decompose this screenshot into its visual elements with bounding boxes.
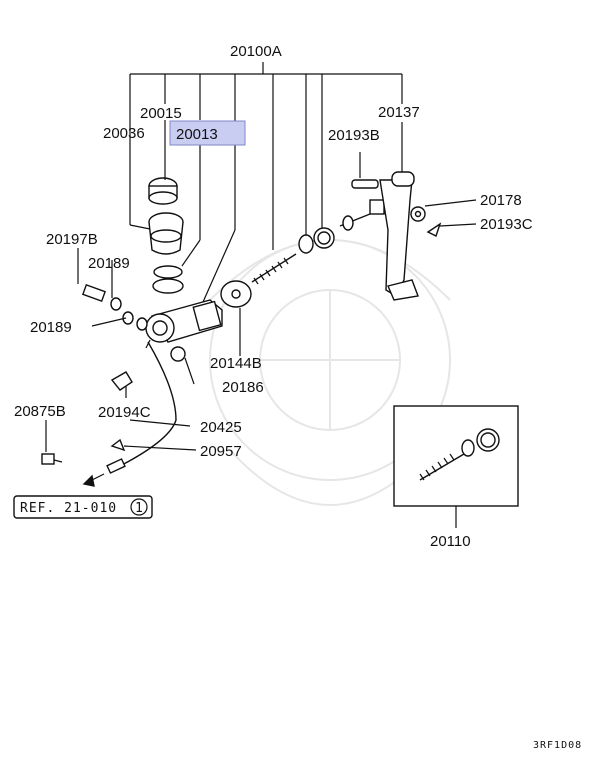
tube-end[interactable] — [106, 458, 126, 474]
diagram-code: 3RF1D08 — [533, 740, 582, 751]
leader-lines — [91, 260, 191, 427]
washer-20178[interactable] — [410, 199, 477, 222]
label-20193C[interactable]: 20193C — [480, 216, 533, 233]
label-20189-upper[interactable]: 20189 — [88, 255, 130, 272]
label-20015[interactable]: 20015 — [140, 105, 182, 122]
clip-20957[interactable] — [110, 438, 197, 452]
label-20144B[interactable]: 20144B — [210, 355, 262, 372]
master-cylinder[interactable] — [145, 299, 223, 343]
seal-ring[interactable] — [298, 227, 335, 254]
label-20178[interactable]: 20178 — [480, 192, 522, 209]
label-20110[interactable]: 20110 — [430, 533, 471, 550]
reservoir-cap[interactable] — [148, 120, 178, 205]
label-20186[interactable]: 20186 — [222, 379, 264, 396]
piston-spring[interactable] — [251, 253, 297, 285]
label-20100A[interactable]: 20100A — [230, 43, 282, 60]
clevis-pin-20193B[interactable] — [351, 152, 379, 189]
label-20957[interactable]: 20957 — [200, 443, 242, 460]
hose-clamp-20013[interactable] — [152, 265, 184, 294]
repair-kit-20110[interactable] — [393, 405, 519, 528]
gasket-20189-upper[interactable] — [110, 297, 122, 311]
label-20189-lower[interactable]: 20189 — [30, 319, 72, 336]
reservoir-body[interactable] — [148, 212, 184, 255]
push-rod[interactable] — [339, 199, 385, 231]
label-20013[interactable]: 20013 — [176, 126, 218, 143]
bracket-20194C[interactable] — [110, 371, 133, 398]
label-20425[interactable]: 20425 — [200, 419, 242, 436]
label-20036[interactable]: 20036 — [103, 125, 145, 142]
label-20875B[interactable]: 20875B — [14, 403, 66, 420]
label-20193B[interactable]: 20193B — [328, 127, 380, 144]
highlight-20013 — [170, 121, 245, 145]
clip-20193C[interactable] — [426, 222, 477, 237]
reference-number: 1 — [135, 501, 144, 516]
clutch-pedal-20137[interactable] — [379, 171, 419, 301]
label-20197B[interactable]: 20197B — [46, 231, 98, 248]
reference-link[interactable]: REF. 21-010 1 — [13, 495, 153, 519]
highlight-20013-border — [169, 120, 246, 146]
clutch-hose-20425[interactable] — [119, 339, 177, 467]
reference-text: REF. 21-010 — [20, 501, 117, 516]
ref-arrow — [82, 473, 105, 487]
bolt-20875B[interactable] — [41, 420, 63, 465]
gasket-20144B[interactable] — [220, 280, 252, 356]
connector-20197B[interactable] — [77, 248, 107, 303]
gasket-20189-lower[interactable] — [122, 311, 148, 331]
label-20137[interactable]: 20137 — [378, 104, 420, 121]
bolt-20186[interactable] — [170, 346, 195, 385]
label-20194C[interactable]: 20194C — [98, 404, 151, 421]
